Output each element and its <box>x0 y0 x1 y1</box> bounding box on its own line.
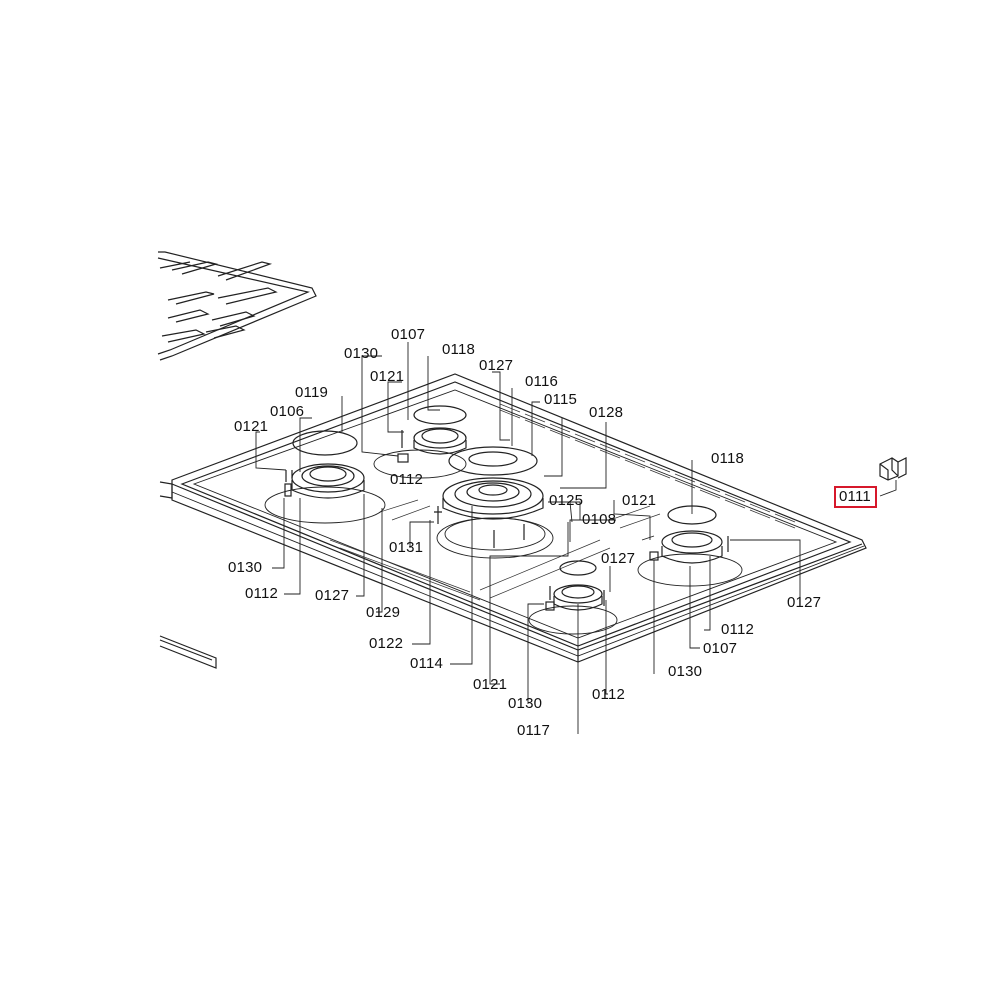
part-label: 0114 <box>410 655 444 672</box>
part-label: 0122 <box>369 635 404 652</box>
part-label: 0127 <box>601 550 636 567</box>
burner-wok <box>434 446 554 559</box>
part-label: 0130 <box>228 559 263 576</box>
part-label: 0112 <box>592 686 626 703</box>
part-label: 0121 <box>622 492 657 509</box>
part-label: 0127 <box>479 357 514 374</box>
part-label: 0118 <box>442 341 476 358</box>
part-label: 0119 <box>295 384 329 401</box>
part-label: 0130 <box>344 345 379 362</box>
part-label: 0130 <box>668 663 703 680</box>
burner-left <box>264 430 386 524</box>
part-label: 0127 <box>315 587 350 604</box>
part-label: 0121 <box>234 418 269 435</box>
burner-front <box>528 560 618 635</box>
part-label: 0112 <box>721 621 755 638</box>
leader-lines <box>255 342 801 734</box>
part-label: 0128 <box>589 404 624 421</box>
pan-support-grid <box>157 251 317 361</box>
bracket-part-0111 <box>879 457 907 497</box>
part-label: 0117 <box>517 722 551 739</box>
highlighted-part-label[interactable]: 0111 <box>839 488 871 505</box>
burner-right <box>637 505 743 587</box>
part-label: 0108 <box>582 511 617 528</box>
part-label: 0116 <box>525 373 559 390</box>
part-label: 0107 <box>703 640 738 657</box>
part-label: 0130 <box>508 695 543 712</box>
part-label: 0131 <box>389 539 424 556</box>
part-label: 0112 <box>390 471 424 488</box>
part-label: 0115 <box>544 391 578 408</box>
part-label: 0118 <box>711 450 745 467</box>
part-label: 0127 <box>787 594 822 611</box>
frame-fragment-left <box>159 481 173 499</box>
part-label: 0112 <box>245 585 279 602</box>
part-label: 0106 <box>270 403 305 420</box>
side-rail <box>159 635 217 669</box>
part-label: 0125 <box>549 492 584 509</box>
part-label: 0121 <box>473 676 508 693</box>
highlight-box <box>834 486 877 508</box>
part-label: 0129 <box>366 604 401 621</box>
part-label: 0107 <box>391 326 426 343</box>
burner-rear <box>373 405 467 479</box>
part-label: 0121 <box>370 368 405 385</box>
